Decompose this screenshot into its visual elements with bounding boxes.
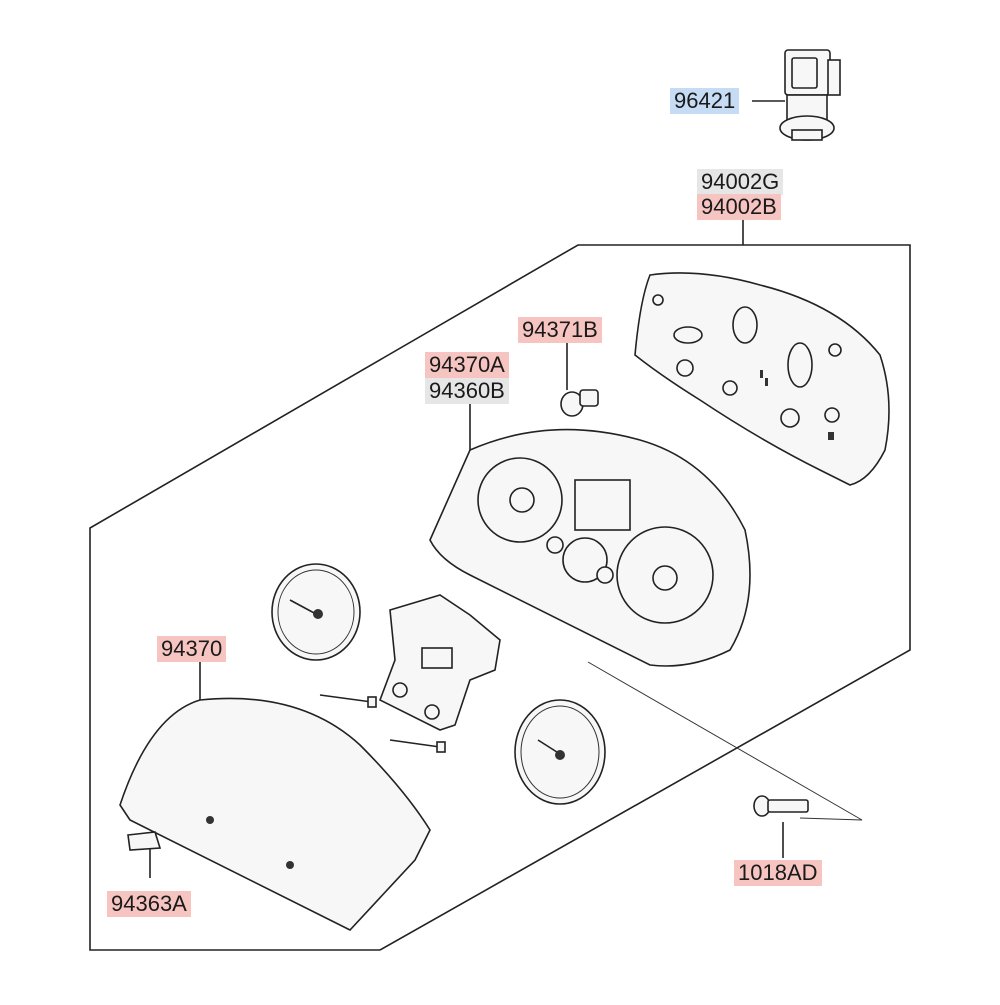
part-label-94002G[interactable]: 94002G <box>697 169 784 195</box>
pointer-needles-part <box>319 694 446 753</box>
assembly-outline <box>89 244 911 951</box>
part-label-94363A[interactable]: 94363A <box>107 891 191 917</box>
gauge-dial-left-part <box>271 563 361 661</box>
part-label-94371B[interactable]: 94371B <box>518 317 602 343</box>
part-label-94370A[interactable]: 94370A <box>425 352 509 378</box>
screw-guide-lines <box>587 661 863 821</box>
pad-part <box>127 831 162 851</box>
back-case-part <box>634 272 890 486</box>
part-label-94370[interactable]: 94370 <box>157 636 227 662</box>
screw-part <box>753 795 809 817</box>
speed-sensor-part <box>779 49 841 141</box>
front-lens-part <box>119 697 431 931</box>
part-label-94360B[interactable]: 94360B <box>425 378 509 404</box>
part-label-96421[interactable]: 96421 <box>670 88 740 114</box>
circuit-plate-part <box>378 594 501 731</box>
gauge-dial-right-part <box>514 699 606 805</box>
part-label-94002B[interactable]: 94002B <box>697 194 781 220</box>
bulb-part <box>560 389 599 417</box>
cluster-housing-part <box>429 428 751 667</box>
part-label-1018AD[interactable]: 1018AD <box>734 860 822 886</box>
